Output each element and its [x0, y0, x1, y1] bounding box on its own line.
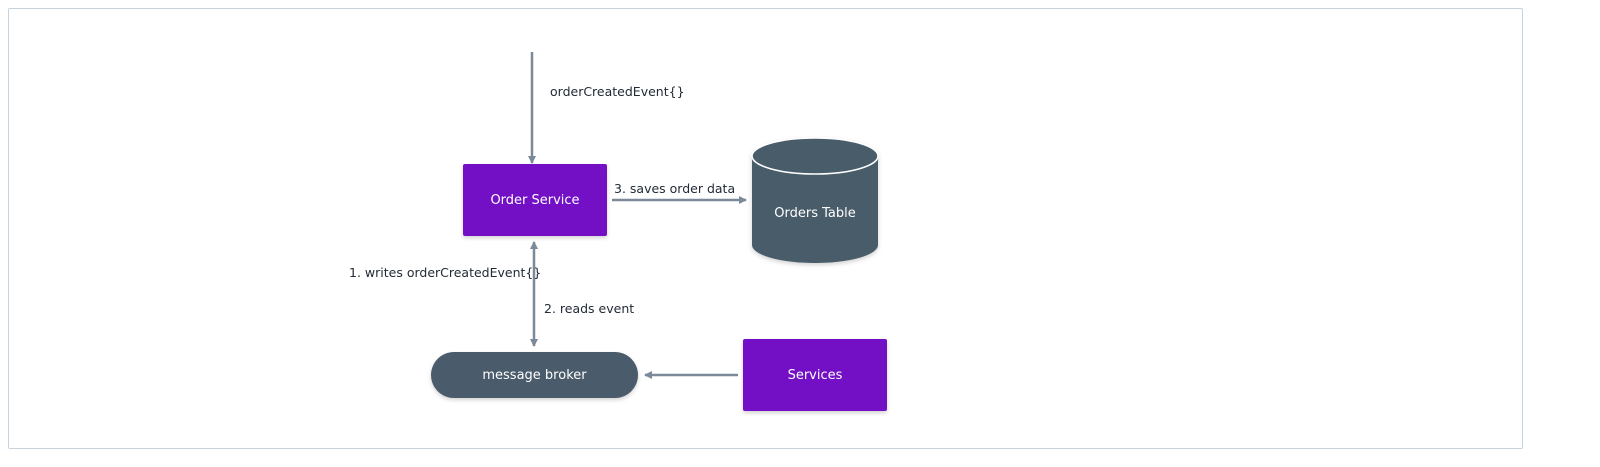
- step3-label: 3. saves order data: [614, 181, 736, 196]
- orders-table-label: Orders Table: [774, 206, 856, 221]
- diagram-frame: [8, 8, 1523, 449]
- services-label: Services: [787, 367, 843, 383]
- message-broker-label: message broker: [482, 367, 587, 383]
- order-service-label: Order Service: [490, 192, 580, 208]
- message-broker-node[interactable]: message broker: [431, 352, 638, 398]
- order-service-node[interactable]: Order Service: [463, 164, 607, 236]
- step1-label: 1. writes orderCreatedEvent{}: [349, 265, 542, 280]
- step2-label: 2. reads event: [544, 301, 635, 316]
- services-node[interactable]: Services: [743, 339, 887, 411]
- incoming-event-label: orderCreatedEvent{}: [550, 84, 685, 99]
- orders-table-cylinder: [751, 137, 879, 263]
